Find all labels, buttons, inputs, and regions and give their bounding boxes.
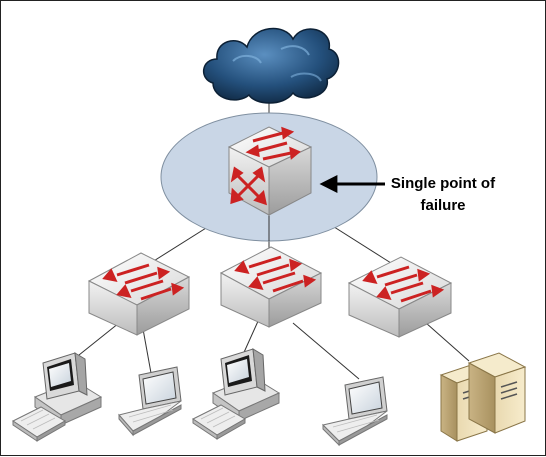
laptop-left-icon [118,366,182,437]
callout-line-2: failure [420,197,466,214]
link-switch-right-servers [425,322,470,362]
callout-line-1: Single point of [390,175,496,192]
desktop-computer-left-icon [12,352,103,442]
failure-callout-label: Single point of failure [383,173,503,217]
cloud-icon [203,27,340,104]
link-switch-left-laptop [142,328,152,374]
laptop-right-icon [322,376,388,447]
switch-right-icon [347,256,453,338]
switch-left-icon [87,252,191,336]
core-router-icon [227,126,313,216]
desktop-computer-center-icon [192,348,281,440]
link-switch-center-laptop [292,322,360,380]
switch-center-icon [219,246,323,328]
server-pair-icon [439,352,527,442]
